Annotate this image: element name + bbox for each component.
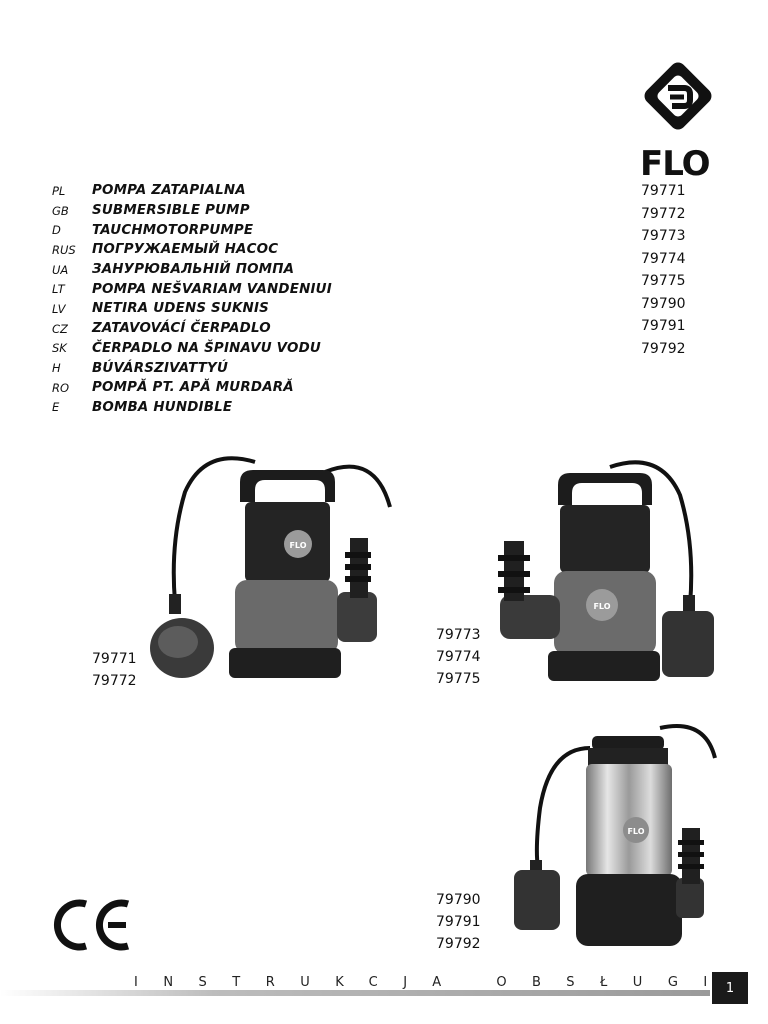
- ce-mark-icon: [53, 899, 130, 951]
- svg-text:FLO: FLO: [289, 541, 306, 550]
- language-code: E: [52, 400, 60, 415]
- language-code: PL: [52, 183, 66, 198]
- language-title: ČERPADLO NA ŠPINAVU VODU: [92, 340, 321, 356]
- language-code: RO: [52, 380, 70, 395]
- language-item: LV NETIRA UDENS SUKNIS: [52, 299, 332, 319]
- model-number: 79771: [92, 651, 137, 667]
- language-item: SK ČERPADLO NA ŠPINAVU VODU: [52, 339, 332, 359]
- language-item: CZ ZATAVOVÁCÍ ČERPADLO: [52, 319, 332, 339]
- language-code: SK: [52, 341, 67, 356]
- product-caption-1: 79771 79772: [92, 648, 137, 692]
- pump-image-3: FLO: [510, 718, 725, 958]
- language-item: LT POMPA NEŠVARIAM VANDENIUI: [52, 279, 332, 299]
- svg-text:FLO: FLO: [627, 827, 644, 836]
- model-number: 79775: [436, 671, 481, 687]
- svg-text:FLO: FLO: [593, 602, 610, 611]
- language-code: LT: [52, 282, 65, 297]
- language-title: ПОГРУЖАЕМЫЙ НАСОС: [92, 242, 279, 258]
- model-number: 79790: [436, 892, 481, 908]
- flo-logo-icon: [644, 62, 712, 130]
- model-number: 79774: [641, 250, 686, 267]
- language-code: H: [52, 361, 61, 376]
- language-title: POMPA NEŠVARIAM VANDENIUI: [92, 281, 332, 297]
- footer-label: INSTRUKCJA OBSŁUGI: [134, 975, 733, 990]
- brand-name: FLO: [640, 144, 711, 184]
- language-code: D: [52, 223, 61, 238]
- model-number: 79792: [641, 340, 686, 357]
- language-list: PL POMPA ZATAPIALNA GB SUBMERSIBLE PUMP D T…: [52, 181, 332, 417]
- language-title: NETIRA UDENS SUKNIS: [92, 301, 269, 317]
- model-number: 79775: [641, 273, 686, 289]
- language-code: CZ: [52, 321, 68, 336]
- pump-image-2: FLO: [490, 455, 720, 690]
- model-number: 79791: [436, 914, 481, 930]
- footer-bar: [0, 990, 710, 996]
- language-item: RUS ПОГРУЖАЕМЫЙ НАСОС: [52, 240, 332, 260]
- language-code: UA: [52, 262, 69, 277]
- product-caption-3: 79790 79791 79792: [436, 889, 481, 955]
- ce-mark: [52, 898, 132, 956]
- language-item: UA ЗАНУРЮВАЛЬНІЙ ПОМПА: [52, 260, 332, 280]
- language-title: ЗАНУРЮВАЛЬНІЙ ПОМПА: [92, 262, 295, 278]
- model-number: 79773: [436, 627, 481, 643]
- model-list: 79771 79772 79773 79774 79775 79790 7979…: [641, 180, 686, 360]
- model-number: 79772: [92, 673, 137, 689]
- language-title: ZATAVOVÁCÍ ČERPADLO: [92, 321, 271, 337]
- language-code: RUS: [52, 242, 76, 257]
- language-title: SUBMERSIBLE PUMP: [92, 203, 250, 219]
- language-title: POMPA ZATAPIALNA: [92, 183, 246, 199]
- language-item: H BÚVÁRSZIVATTYÚ: [52, 358, 332, 378]
- model-number: 79790: [641, 295, 686, 312]
- model-number: 79771: [641, 183, 686, 199]
- flo-logo: [638, 62, 718, 142]
- model-number: 79773: [641, 228, 686, 244]
- page-number: 1: [712, 972, 748, 1004]
- model-number: 79774: [436, 649, 481, 665]
- language-item: GB SUBMERSIBLE PUMP: [52, 201, 332, 221]
- product-caption-2: 79773 79774 79775: [436, 624, 481, 690]
- language-title: BÚVÁRSZIVATTYÚ: [92, 360, 229, 376]
- language-item: RO POMPĂ PT. APĂ MURDARĂ: [52, 378, 332, 398]
- language-code: GB: [52, 203, 69, 218]
- language-item: E BOMBA HUNDIBLE: [52, 398, 332, 418]
- language-title: TAUCHMOTORPUMPE: [92, 222, 254, 238]
- model-number: 79792: [436, 936, 481, 952]
- language-code: LV: [52, 301, 66, 316]
- model-number: 79791: [641, 318, 686, 334]
- language-item: PL POMPA ZATAPIALNA: [52, 181, 332, 201]
- language-title: BOMBA HUNDIBLE: [92, 399, 233, 415]
- pump-image-1: FLO: [145, 452, 395, 692]
- language-title: POMPĂ PT. APĂ MURDARĂ: [92, 380, 294, 396]
- language-item: D TAUCHMOTORPUMPE: [52, 220, 332, 240]
- model-number: 79772: [641, 205, 686, 222]
